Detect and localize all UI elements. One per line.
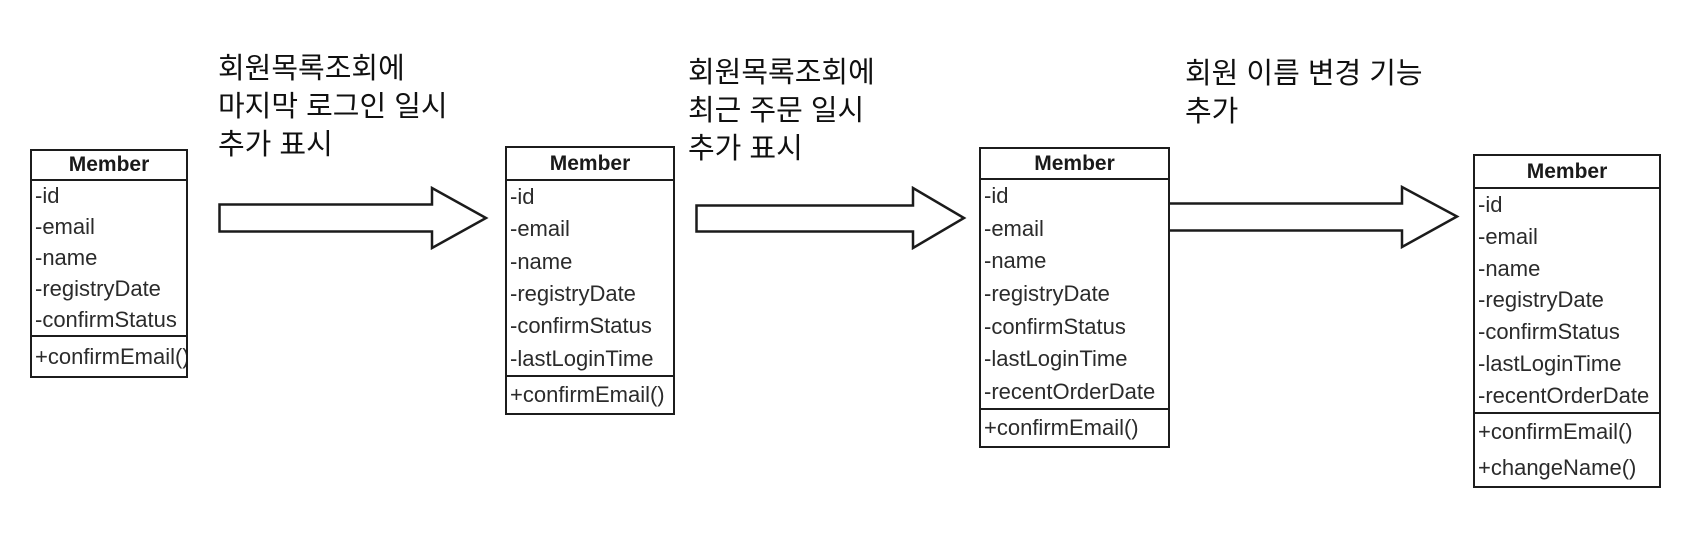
class-title: Member [1475,156,1659,189]
class-methods: +confirmEmail() [32,335,186,376]
attribute-row: -lastLoginTime [1478,351,1622,377]
attribute-row: -id [35,183,60,209]
attribute-row: -email [35,214,95,240]
attribute-row: -registryDate [984,280,1110,306]
class-title: Member [507,148,673,181]
annotation-line: 회원 이름 변경 기능 [1185,58,1423,90]
class-box-member-v3: Member -id -email -name -registryDate -confi… [979,147,1170,448]
class-attributes: -id -email -name -registryDate -confirmStatu… [1475,189,1659,412]
attribute-row: -name [35,244,98,270]
method-row: +confirmEmail() [35,343,186,369]
attribute-row: -recentOrderDate [984,378,1156,404]
attribute-row: -email [1478,223,1538,249]
attribute-row: -registryDate [35,275,161,301]
attribute-row: -email [984,215,1044,241]
attribute-row: -confirmStatus [1478,319,1620,345]
class-box-member-v4: Member -id -email -name -registryDate -confi… [1473,154,1661,488]
annotation-line: 추가 표시 [688,133,803,165]
annotation-line: 최근 주문 일시 [688,95,865,127]
attribute-row: -recentOrderDate [1478,382,1650,408]
annotation-line: 추가 표시 [218,129,333,161]
annotation-line: 회원목록조회에 [688,57,875,89]
annotation-line: 추가 [1185,96,1239,128]
method-row: +changeName() [1478,455,1637,480]
attribute-row: -lastLoginTime [510,345,654,371]
class-box-member-v1: Member -id -email -name -registryDate -confi… [30,149,188,378]
class-title: Member [32,151,186,181]
class-methods: +confirmEmail() +changeName() [1475,412,1659,486]
annotation-line: 마지막 로그인 일시 [218,91,448,123]
class-box-member-v2: Member -id -email -name -registryDate -confi… [505,146,675,415]
class-methods: +confirmEmail() [981,408,1168,446]
attribute-row: -confirmStatus [35,306,177,332]
class-methods: +confirmEmail() [507,375,673,413]
attribute-row: -registryDate [1478,287,1604,313]
method-row: +confirmEmail() [1478,419,1633,444]
attribute-row: -lastLoginTime [984,346,1128,372]
class-attributes: -id -email -name -registryDate -confirmStatu… [507,181,673,375]
attribute-row: -registryDate [510,281,636,307]
attribute-row: -id [510,184,535,210]
attribute-row: -email [510,216,570,242]
attribute-row: -name [510,248,573,274]
attribute-row: -id [984,183,1009,209]
arrow-right-icon [218,186,489,250]
annotation-line: 회원목록조회에 [218,53,405,85]
method-row: +confirmEmail() [984,415,1139,440]
attribute-row: -id [1478,191,1503,217]
arrow-right-icon [695,186,967,250]
attribute-row: -confirmStatus [510,313,652,339]
attribute-row: -confirmStatus [984,313,1126,339]
attribute-row: -name [984,248,1047,274]
class-attributes: -id -email -name -registryDate -confirmStatu… [32,181,186,335]
method-row: +confirmEmail() [510,382,665,407]
attribute-row: -name [1478,255,1541,281]
class-title: Member [981,149,1168,180]
class-attributes: -id -email -name -registryDate -confirmStatu… [981,180,1168,408]
